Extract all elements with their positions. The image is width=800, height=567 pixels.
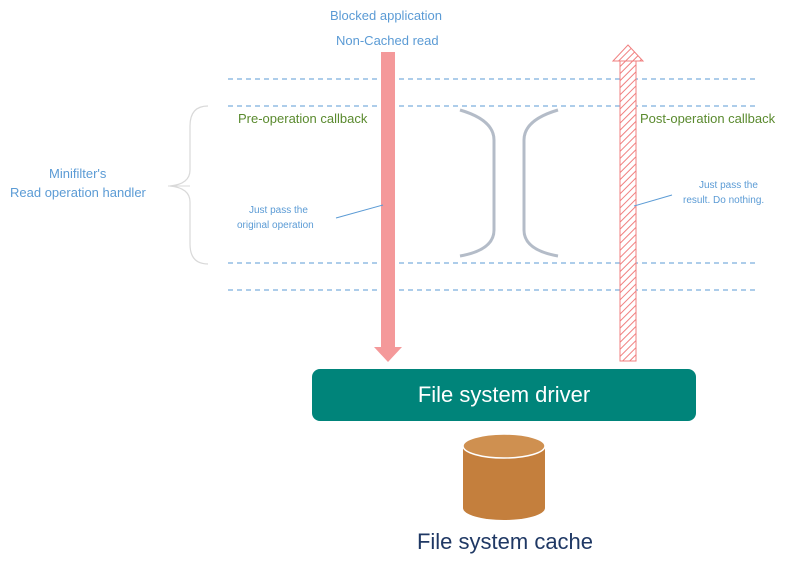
handler-label-line2: Read operation handler	[10, 185, 146, 200]
cache-cylinder	[462, 433, 546, 520]
pre-operation-callback-label: Pre-operation callback	[238, 111, 368, 126]
file-system-cache-label: File system cache	[416, 529, 594, 554]
right-gap-bracket	[522, 108, 559, 258]
up-arrow-head	[611, 44, 645, 62]
pre-note-connector	[335, 204, 384, 219]
handler-label-line1: Minifilter's	[49, 166, 107, 181]
post-note-line2: result. Do nothing.	[683, 195, 765, 206]
post-operation-callback-label: Post-operation callback	[640, 111, 776, 126]
down-arrow-shaft	[381, 52, 395, 348]
handler-brace	[169, 105, 209, 265]
file-system-driver-box: File system driver	[312, 369, 696, 421]
non-cached-read-label: Non-Cached read	[336, 33, 439, 48]
blocked-application-label: Blocked application	[330, 8, 443, 23]
post-note-connector	[633, 194, 673, 207]
up-arrow-shaft	[619, 59, 637, 362]
down-arrow-head	[374, 347, 402, 362]
left-gap-bracket	[459, 108, 496, 258]
pre-note-line2: original operation	[237, 220, 314, 231]
file-system-driver-label: File system driver	[417, 382, 591, 407]
post-note-line1: Just pass the	[699, 180, 758, 191]
pre-note-line1: Just pass the	[249, 205, 308, 216]
